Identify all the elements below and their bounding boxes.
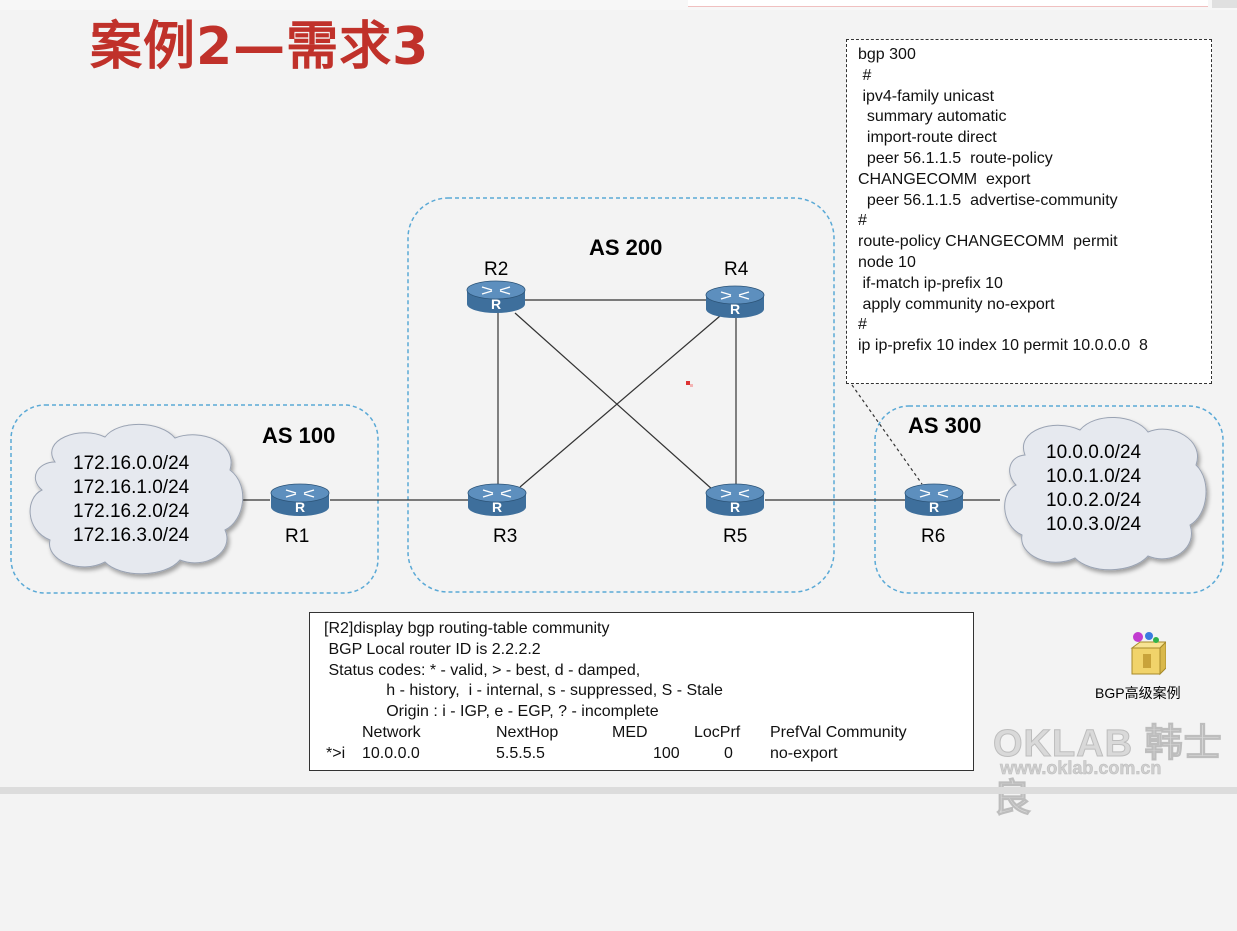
prefix-item: 172.16.3.0/24	[73, 525, 190, 546]
router-label-r2: R2	[484, 259, 509, 280]
as300-label: AS 300	[908, 413, 982, 438]
config-line: import-route direct	[858, 129, 997, 147]
router-icon-r5: R	[705, 483, 765, 516]
prefix-item: 10.0.1.0/24	[1046, 466, 1142, 487]
cli-header-locprf: LocPrf	[694, 723, 741, 741]
router-icon-letter: R	[730, 301, 740, 317]
cli-header-med: MED	[612, 723, 648, 741]
router-label-r6: R6	[921, 526, 946, 547]
as100-boundary	[10, 404, 379, 594]
cli-route-row: *>i 10.0.0.0 5.5.5.5 100 0 no-export	[324, 744, 973, 765]
prefix-item: 172.16.2.0/24	[73, 501, 190, 522]
config-line: ipv4-family unicast	[858, 87, 995, 105]
config-line: apply community no-export	[858, 295, 1055, 313]
config-line: #	[858, 316, 867, 334]
package-icon[interactable]	[1126, 630, 1166, 676]
config-line: CHANGECOMM export	[858, 170, 1031, 188]
prefix-item: 10.0.2.0/24	[1046, 490, 1142, 511]
as200-label: AS 200	[589, 235, 663, 260]
cli-route-network: 10.0.0.0	[362, 744, 420, 762]
config-line: #	[858, 66, 872, 84]
top-bar	[0, 0, 1237, 10]
cli-line: [R2]display bgp routing-table community	[324, 620, 610, 637]
top-strip	[688, 0, 1208, 7]
cli-line: Status codes: * - valid, > - best, d - d…	[324, 661, 641, 679]
top-corner	[1212, 0, 1237, 8]
prefix-item: 10.0.3.0/24	[1046, 514, 1142, 535]
config-line: summary automatic	[858, 108, 1007, 126]
config-line: if-match ip-prefix 10	[858, 274, 1003, 292]
cli-route-community: no-export	[770, 744, 838, 762]
router-icon-r4: R	[705, 285, 765, 318]
router-label-r1: R1	[285, 526, 310, 547]
link-r3-r4	[519, 315, 721, 488]
router-label-r3: R3	[493, 526, 518, 547]
cli-header-prefval-community: PrefVal Community	[770, 723, 907, 741]
as200-boundary	[407, 197, 835, 593]
cli-line: Origin : i - IGP, e - EGP, ? - incomplet…	[324, 703, 659, 721]
router-label-r4: R4	[724, 259, 749, 280]
router-icon-letter: R	[730, 499, 740, 515]
right-prefix-list: 10.0.0.0/24 10.0.1.0/24 10.0.2.0/24 10.0…	[1046, 441, 1141, 537]
config-callout: bgp 300 # ipv4-family unicast summary au…	[846, 39, 1212, 384]
router-icon-letter: R	[492, 499, 502, 515]
cursor-marker	[686, 381, 693, 387]
router-icon-r6: R	[904, 483, 964, 516]
as100-label: AS 100	[262, 423, 336, 448]
router-icon-r3: R	[467, 483, 527, 516]
cli-header-network: Network	[362, 723, 421, 741]
cloud-left	[29, 423, 244, 575]
config-line: node 10	[858, 253, 916, 271]
bottom-bar	[0, 787, 1237, 794]
cli-route-prefval: 0	[724, 744, 733, 762]
slide-title: 案例2—需求3	[90, 17, 430, 77]
cloud-right	[1004, 417, 1207, 571]
cli-line: h - history, i - internal, s - suppresse…	[324, 682, 723, 700]
config-line: peer 56.1.1.5 route-policy	[858, 149, 1053, 167]
cli-header-nexthop: NextHop	[496, 723, 559, 741]
cli-line: BGP Local router ID is 2.2.2.2	[324, 640, 541, 658]
callout-pointer	[851, 384, 923, 485]
router-label-r5: R5	[723, 526, 748, 547]
cli-route-flag: *>i	[326, 744, 346, 762]
config-line: #	[858, 212, 867, 230]
config-line: route-policy CHANGECOMM permit	[858, 233, 1118, 251]
prefix-item: 10.0.0.0/24	[1046, 442, 1142, 463]
cli-route-locprf: 100	[653, 744, 680, 762]
router-icon-r2: R	[466, 280, 526, 313]
router-icon-r1: R	[270, 483, 330, 516]
prefix-item: 172.16.0.0/24	[73, 453, 190, 474]
link-r2-r5	[514, 312, 714, 491]
watermark-url: www.oklab.com.cn	[1000, 758, 1162, 779]
router-icon-letter: R	[929, 499, 939, 515]
config-line: peer 56.1.1.5 advertise-community	[858, 191, 1118, 209]
links	[235, 299, 1000, 501]
prefix-item: 172.16.1.0/24	[73, 477, 190, 498]
router-icon-letter: R	[491, 296, 501, 312]
config-line: bgp 300	[858, 46, 916, 63]
network-diagram: R R R R R R	[10, 197, 1224, 594]
cli-output: [R2]display bgp routing-table community …	[309, 612, 974, 771]
config-line: ip ip-prefix 10 index 10 permit 10.0.0.0…	[858, 337, 1148, 355]
left-prefix-list: 172.16.0.0/24 172.16.1.0/24 172.16.2.0/2…	[73, 452, 189, 548]
package-label[interactable]: BGP高级案例	[1095, 685, 1181, 701]
cli-route-nexthop: 5.5.5.5	[496, 744, 545, 762]
router-icon-letter: R	[295, 499, 305, 515]
cli-header-row: Network NextHop MED LocPrf PrefVal Commu…	[324, 723, 973, 744]
